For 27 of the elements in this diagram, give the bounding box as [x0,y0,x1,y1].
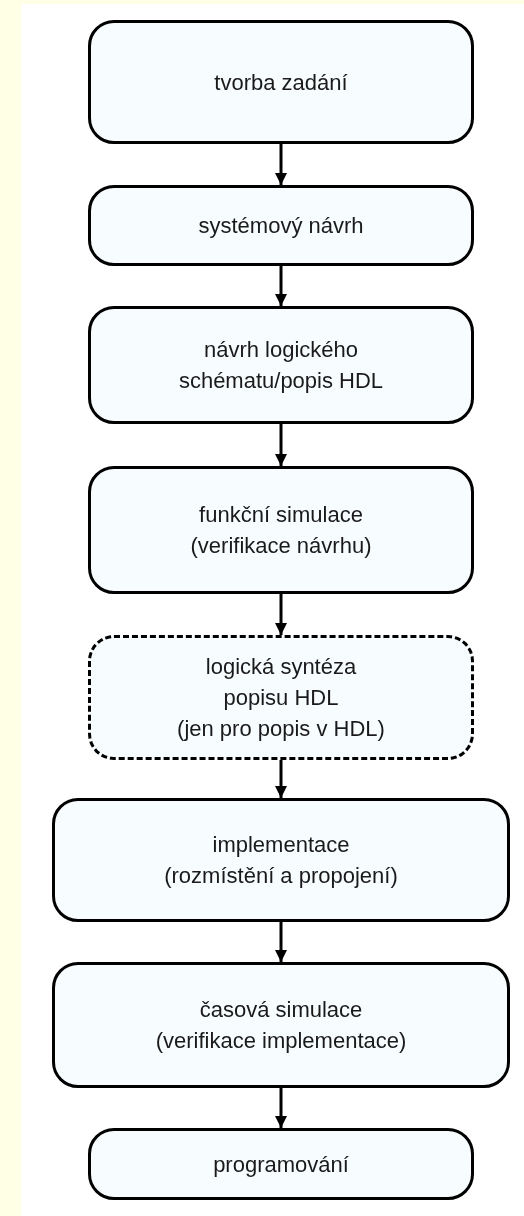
arrow [275,594,287,635]
box-text: návrh logického schématu/popis HDL [177,336,385,395]
arrow [275,424,287,466]
process-box [88,306,474,424]
box-text: (verifikace implementace) [155,1027,407,1055]
arrow [275,760,287,798]
process-box [88,20,474,144]
box-text: (verifikace návrhu) [190,532,372,560]
box-text: systémový návrh [198,212,364,240]
process-box [88,466,474,594]
box-text: časová simulace [199,996,363,1024]
process-box [52,798,510,922]
process-box [88,1128,474,1200]
box-text: logická syntéza popisu HDL [204,653,358,712]
arrow [275,144,287,185]
box-text: tvorba zadání [214,68,348,97]
box-text: (jen pro popis v HDL) [177,715,385,743]
arrow [275,1088,287,1128]
box-text: programování [213,1150,349,1179]
box-text: funkční simulace [199,501,363,529]
arrow [275,922,287,962]
process-box [88,185,474,266]
box-text: implementace [212,831,350,859]
process-box [52,962,510,1088]
arrow [275,266,287,306]
box-text: (rozmístění a propojení) [164,862,398,890]
dashed-process-box [88,635,474,760]
